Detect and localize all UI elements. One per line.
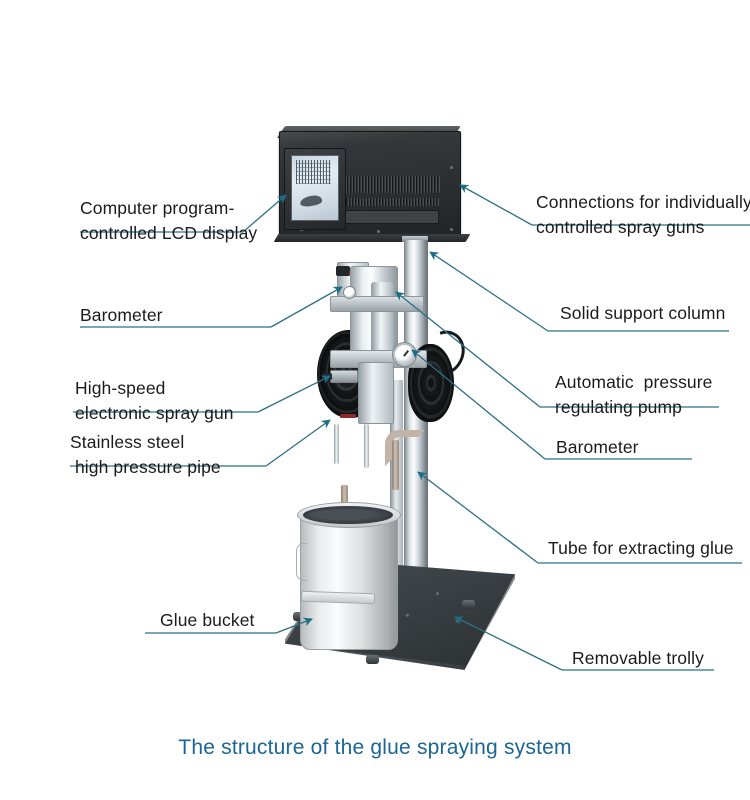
mounting-plate-upper (330, 296, 424, 312)
glue-bucket-body (300, 510, 398, 650)
screw (450, 228, 453, 231)
glue-tube-elbow (385, 430, 425, 466)
label-high-pressure-pipe: Stainless steel high pressure pipe (70, 432, 221, 477)
label-spray-gun: High-speed electronic spray gun (75, 378, 234, 423)
label-support-column: Solid support column (560, 303, 726, 323)
vent-slots-middle (307, 198, 439, 206)
glue-contents (305, 509, 391, 523)
label-barometer-lower: Barometer (556, 437, 639, 457)
manifold-fitting (336, 266, 350, 276)
caster-wheel (462, 600, 475, 609)
electronic-spray-gun (330, 370, 358, 383)
red-label-strip (340, 414, 356, 418)
screw (450, 166, 453, 169)
control-box-base (273, 234, 471, 242)
label-glue-tube: Tube for extracting glue (548, 538, 734, 558)
label-spray-gun-connections: Connections for individually controlled … (536, 192, 750, 237)
barometer-gauge-upper (343, 286, 356, 299)
caster-wheel (366, 655, 379, 664)
label-lcd-display: Computer program- controlled LCD display (80, 198, 258, 243)
pump-cylinder (371, 282, 393, 354)
support-column-cap (402, 236, 428, 242)
label-pressure-pump: Automatic pressure regulating pump (555, 372, 713, 417)
label-removable-trolly: Removable trolly (572, 648, 704, 668)
spray-gun-nozzle (322, 373, 332, 380)
diagram-caption: The structure of the glue spraying syste… (178, 736, 572, 759)
tube-for-extracting-glue (392, 440, 399, 490)
screw (377, 230, 380, 233)
lower-pump-block (358, 362, 394, 424)
label-glue-bucket: Glue bucket (160, 610, 255, 630)
caster-wheel (293, 612, 306, 621)
stainless-steel-pipe-2 (364, 424, 369, 468)
barometer-gauge-lower (393, 343, 416, 366)
glue-bucket-handle-wire (296, 543, 307, 581)
stainless-steel-high-pressure-pipe (334, 424, 339, 464)
label-barometer-upper: Barometer (80, 305, 163, 325)
lcd-screen-content (296, 160, 331, 184)
